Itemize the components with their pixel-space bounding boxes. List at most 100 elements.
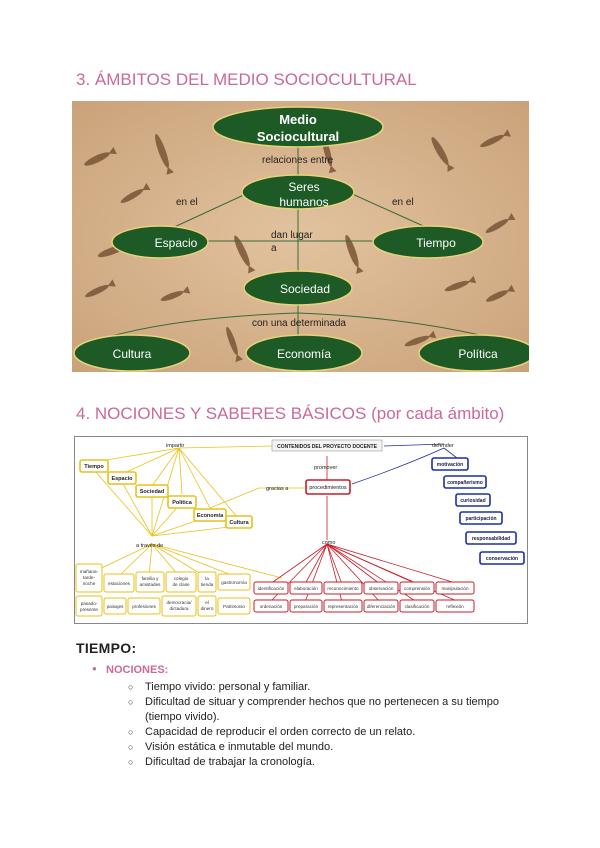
label-gastronomia: gastronomía xyxy=(221,580,247,585)
box-democracia xyxy=(161,595,197,617)
section-4-title: 4. NOCIONES Y SABERES BÁSICOS (por cada … xyxy=(76,404,505,423)
box-curiosidad xyxy=(455,493,491,507)
label-profesiones: profesiones xyxy=(132,604,156,609)
section-3-title: 3. ÁMBITOS DEL MEDIO SOCIOCULTURAL xyxy=(76,70,417,89)
box-familia xyxy=(135,571,165,593)
box-patrimonio xyxy=(217,597,251,615)
link-a: a xyxy=(271,243,277,254)
concept-map-sociocultural: Medio Sociocultural Seres humanos Espaci… xyxy=(72,101,529,372)
box-colegio xyxy=(165,571,197,593)
box-clasificacion xyxy=(399,599,435,613)
label-clasificacion: clasificación xyxy=(405,604,430,609)
link-impartir: impartir xyxy=(166,443,185,449)
link-dan-lugar: dan lugar xyxy=(271,230,313,241)
node-sociedad xyxy=(243,270,353,306)
contenidos-box xyxy=(271,439,383,452)
label-espacio-box: Espacio xyxy=(111,476,133,482)
label-comprension: comprensión xyxy=(404,586,431,591)
list-item: Capacidad de reproducir el orden correct… xyxy=(128,725,528,740)
box-motivacion xyxy=(431,457,469,471)
label-sociocultural: Sociocultural xyxy=(257,129,339,144)
box-sociedad xyxy=(135,484,169,498)
box-elaboracion xyxy=(289,581,323,595)
box-tienda xyxy=(197,571,217,593)
label-elaboracion: elaboración xyxy=(294,586,318,591)
label-manipulacion: manipulación xyxy=(441,586,469,591)
label-sociedad-box: Sociedad xyxy=(140,489,164,495)
label-observacion: observación xyxy=(369,586,394,591)
box-companerismo xyxy=(443,475,487,489)
label-identificacion: identificación xyxy=(258,586,285,591)
map1-connectors xyxy=(111,145,485,337)
label-cultura-box: Cultura xyxy=(229,520,249,526)
box-identificacion xyxy=(253,581,289,595)
label-paisajes: paisajes xyxy=(107,604,125,609)
concept-map-nociones: impartir promover defender gracias a a t… xyxy=(74,436,528,624)
label-sociedad: Sociedad xyxy=(280,282,330,296)
box-paisajes xyxy=(103,597,127,615)
link-a-traves: a través de xyxy=(136,543,163,549)
box-estaciones xyxy=(103,573,135,593)
label-economia-box: Economía xyxy=(197,513,224,519)
node-medio-sociocultural xyxy=(212,106,384,148)
label-estaciones: estaciones xyxy=(108,581,131,586)
box-diferenciacion xyxy=(363,599,399,613)
box-observacion xyxy=(363,581,399,595)
fish-fossil-decoration xyxy=(84,129,516,363)
label-de-clase: de clase xyxy=(172,582,190,587)
label-democracia: democracia/ xyxy=(166,600,192,605)
label-amistades: amistades xyxy=(140,582,162,587)
label-preparacion: preparación xyxy=(294,604,319,609)
label-ordenacion: ordenación xyxy=(260,604,283,609)
label-patrimonio: Patrimonio xyxy=(223,604,245,609)
label-contenidos: CONTENIDOS DEL PROYECTO DOCENTE xyxy=(277,444,377,450)
link-promover: promover xyxy=(314,465,337,471)
box-ordenacion xyxy=(253,599,289,613)
tiempo-heading: TIEMPO: xyxy=(76,640,137,656)
label-representacion: representación xyxy=(328,604,359,609)
link-relaciones: relaciones entre xyxy=(262,155,334,166)
box-pasado-presente xyxy=(75,595,103,617)
box-economia xyxy=(193,508,227,522)
box-participacion xyxy=(459,511,503,525)
box-reflexion xyxy=(435,599,475,613)
yellow-connectors xyxy=(88,445,306,579)
label-conservacion: conservación xyxy=(486,556,518,562)
label-tienda: tienda xyxy=(201,582,214,587)
nociones-label: NOCIONES: xyxy=(106,664,169,676)
label-pasado: pasado- xyxy=(81,601,98,606)
label-espacio: Espacio xyxy=(155,236,198,250)
label-curiosidad: curiosidad xyxy=(460,498,485,504)
label-seres: Seres xyxy=(288,180,319,194)
label-reflexion: reflexión xyxy=(446,604,464,609)
label-reconocimiento: reconocimiento xyxy=(327,586,359,591)
nociones-list: NOCIONES: Tiempo vivido: personal y fami… xyxy=(92,664,528,770)
box-reconocimiento xyxy=(323,581,363,595)
list-item: Tiempo vivido: personal y familiar. xyxy=(128,680,528,695)
label-tiempo-box: Tiempo xyxy=(84,464,104,470)
label-procedimientos: procedimientos xyxy=(309,485,347,491)
label-diferenciacion: diferenciación xyxy=(367,604,396,609)
label-tiempo: Tiempo xyxy=(416,236,456,250)
box-representacion xyxy=(323,599,363,613)
label-politica: Política xyxy=(458,347,498,361)
node-seres-humanos xyxy=(241,174,355,210)
box-responsabilidad xyxy=(465,531,517,545)
node-cultura xyxy=(73,334,191,372)
node-tiempo xyxy=(372,225,484,259)
label-familia: familia y xyxy=(142,576,160,581)
box-tiempo xyxy=(79,459,109,473)
label-colegio: colegio xyxy=(174,576,189,581)
label-humanos: humanos xyxy=(279,195,328,209)
nociones-sublist: Tiempo vivido: personal y familiar. Difi… xyxy=(128,680,528,769)
label-economia: Economía xyxy=(277,347,331,361)
node-economia xyxy=(245,334,363,372)
box-manana-tarde-noche xyxy=(75,563,103,593)
node-espacio xyxy=(111,225,209,259)
list-item: Dificultad de situar y comprender hechos… xyxy=(128,695,528,724)
label-motivacion: motivación xyxy=(437,462,463,468)
label-noche: noche xyxy=(83,581,96,586)
box-conservacion xyxy=(479,551,525,565)
list-item: Visión estática e inmutable del mundo. xyxy=(128,740,528,755)
link-en-el-left: en el xyxy=(176,197,198,208)
